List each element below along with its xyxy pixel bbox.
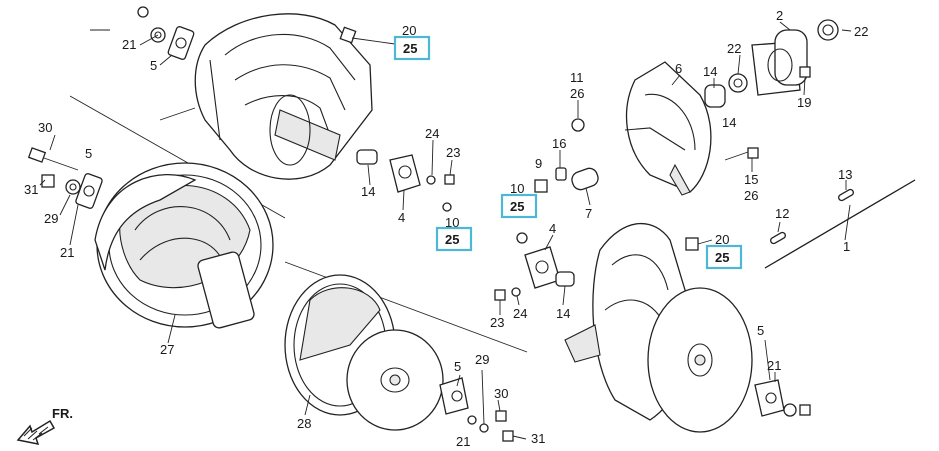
part-label-14: 14 — [722, 115, 736, 130]
part-label-26: 26 — [744, 188, 758, 203]
part-label-24: 24 — [425, 126, 439, 141]
part-label-7: 7 — [585, 206, 592, 221]
part-label-2: 2 — [776, 8, 783, 23]
part-label-1: 1 — [843, 239, 850, 254]
highlight-label-25: 25 — [510, 199, 524, 214]
part-label-23: 23 — [490, 315, 504, 330]
part-label-21: 21 — [456, 434, 470, 449]
highlighted-labels: 25 25 25 25 — [393, 35, 743, 270]
part-label-14: 14 — [361, 184, 375, 199]
part-label-19: 19 — [797, 95, 811, 110]
highlight-box — [705, 244, 743, 270]
part-label-29: 29 — [475, 352, 489, 367]
impeller-left — [94, 162, 274, 329]
highlight-label-25: 25 — [715, 250, 729, 265]
part-label-28: 28 — [297, 416, 311, 431]
highlight-box — [500, 193, 538, 219]
part-label-14: 14 — [556, 306, 570, 321]
part-label-11: 11 — [570, 70, 584, 85]
part-label-21: 21 — [767, 358, 781, 373]
front-arrow-label: FR. — [52, 406, 73, 421]
part-label-31: 31 — [24, 182, 38, 197]
highlight-box — [435, 226, 473, 252]
front-direction-arrow: FR. — [16, 406, 73, 445]
part-label-5: 5 — [454, 359, 461, 374]
part-label-30: 30 — [38, 120, 52, 135]
part-label-15: 15 — [744, 172, 758, 187]
part-label-4: 4 — [549, 221, 556, 236]
part-label-12: 12 — [775, 206, 789, 221]
part-label-21: 21 — [122, 37, 136, 52]
part-label-29: 29 — [44, 211, 58, 226]
part-label-22: 22 — [854, 24, 868, 39]
highlight-label-25: 25 — [403, 41, 417, 56]
part-label-21: 21 — [60, 245, 74, 260]
part-label-5: 5 — [85, 146, 92, 161]
part-labels: 20 21 5 30 5 31 29 21 27 24 23 14 4 10 2… — [24, 8, 868, 449]
part-label-13: 13 — [838, 167, 852, 182]
part-label-20: 20 — [715, 232, 729, 247]
part-label-14: 14 — [703, 64, 717, 79]
upper-left-hardware — [137, 6, 396, 60]
part-label-9: 9 — [535, 156, 542, 171]
part-label-6: 6 — [675, 61, 682, 76]
part-label-5: 5 — [757, 323, 764, 338]
part-label-27: 27 — [160, 342, 174, 357]
center-hardware — [494, 118, 599, 301]
auger-lower-middle — [284, 274, 527, 442]
leader-lines — [39, 21, 852, 425]
gearbox-housing-right — [624, 19, 839, 196]
part-label-16: 16 — [552, 136, 566, 151]
mid-left-hardware — [356, 149, 455, 212]
part-label-5: 5 — [150, 58, 157, 73]
part-label-24: 24 — [513, 306, 527, 321]
shaft-right — [764, 179, 916, 269]
highlight-box — [393, 35, 431, 61]
part-label-30: 30 — [494, 386, 508, 401]
auger-right — [564, 222, 811, 433]
part-label-20: 20 — [402, 23, 416, 38]
highlight-label-25: 25 — [445, 232, 459, 247]
part-label-4: 4 — [398, 210, 405, 225]
part-label-23: 23 — [446, 145, 460, 160]
part-label-26: 26 — [570, 86, 584, 101]
part-label-31: 31 — [531, 431, 545, 446]
part-label-10: 10 — [445, 215, 459, 230]
part-label-22: 22 — [727, 41, 741, 56]
part-label-10: 10 — [510, 181, 524, 196]
left-shaft-hardware — [27, 147, 103, 209]
auger-housing-left — [194, 13, 373, 180]
